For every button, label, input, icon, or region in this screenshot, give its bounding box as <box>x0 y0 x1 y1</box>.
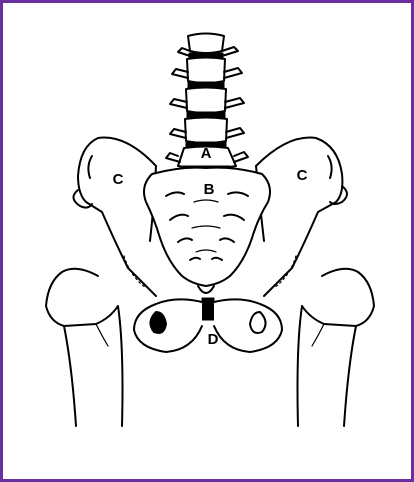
femur-left <box>46 269 123 426</box>
label-d: D <box>208 331 219 348</box>
pelvis-illustration: A B C C D <box>6 6 414 482</box>
label-c-left: C <box>113 171 124 188</box>
label-a: A <box>201 145 212 162</box>
label-b: B <box>204 181 215 198</box>
label-c-right: C <box>297 167 308 184</box>
femur-right <box>298 269 375 426</box>
